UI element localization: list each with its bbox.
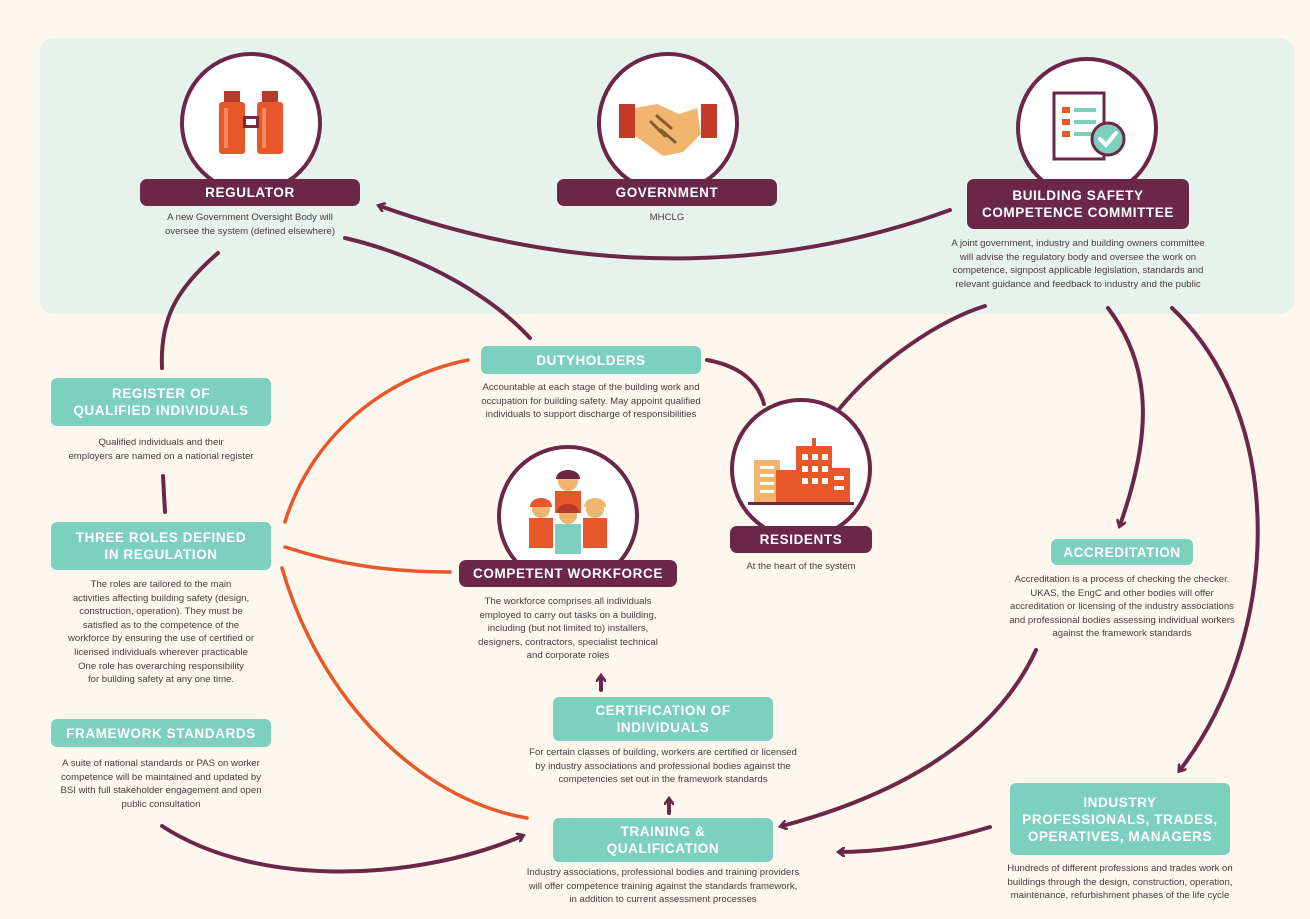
regulator-circle (180, 52, 322, 194)
workforce-desc: The workforce comprises all individuals … (478, 596, 658, 662)
document-check-icon (1052, 91, 1126, 161)
accreditation-title: ACCREDITATION (1051, 539, 1193, 565)
three-roles-title: THREE ROLES DEFINED IN REGULATION (51, 522, 271, 570)
bscc-title: BUILDING SAFETY COMPETENCE COMMITTEE (967, 179, 1189, 229)
certification-title: CERTIFICATION OF INDIVIDUALS (553, 697, 773, 741)
link-accreditation-to-training (782, 648, 1038, 826)
regulator-desc: A new Government Oversight Body will ove… (164, 212, 336, 237)
handshake-icon (619, 104, 717, 156)
register-title: REGISTER OF QUALIFIED INDIVIDUALS (51, 378, 271, 426)
link-residents-to-bscc (838, 304, 987, 410)
link-industry-to-training (840, 825, 992, 852)
industry-desc: Hundreds of different professions and tr… (1007, 863, 1233, 902)
buildings-icon (748, 438, 854, 505)
dutyholders-desc: Accountable at each stage of the buildin… (481, 382, 701, 421)
link-roles-to-workforce (283, 545, 452, 574)
framework-desc: A suite of national standards or PAS on … (60, 758, 262, 810)
residents-desc: At the heart of the system (746, 561, 856, 572)
link-register-to-roles (161, 474, 167, 514)
government-title: GOVERNMENT (557, 179, 777, 206)
bscc-desc: A joint government, industry and buildin… (951, 238, 1205, 290)
framework-title: FRAMEWORK STANDARDS (51, 719, 271, 747)
three-roles-desc: The roles are tailored to the main activ… (67, 579, 255, 686)
government-desc: MHCLG (649, 212, 685, 223)
link-roles-to-dutyholders (283, 358, 470, 524)
certification-desc: For certain classes of building, workers… (529, 747, 797, 786)
government-circle (597, 52, 739, 194)
link-bscc-to-accreditation (1106, 306, 1145, 525)
training-desc: Industry associations, professional bodi… (526, 867, 800, 906)
register-desc: Qualified individuals and their employer… (68, 437, 254, 462)
training-title: TRAINING & QUALIFICATION (553, 818, 773, 862)
accreditation-desc: Accreditation is a process of checking t… (1009, 574, 1235, 640)
residents-title: RESIDENTS (730, 526, 872, 553)
dutyholders-title: DUTYHOLDERS (481, 346, 701, 374)
binoculars-icon (219, 91, 283, 154)
bscc-circle (1016, 57, 1158, 199)
workers-icon (529, 470, 607, 554)
workforce-title: COMPETENT WORKFORCE (459, 560, 677, 587)
industry-title: INDUSTRY PROFESSIONALS, TRADES, OPERATIV… (1010, 783, 1230, 855)
link-framework-to-training (160, 824, 522, 874)
regulator-title: REGULATOR (140, 179, 360, 206)
residents-circle (730, 398, 872, 540)
